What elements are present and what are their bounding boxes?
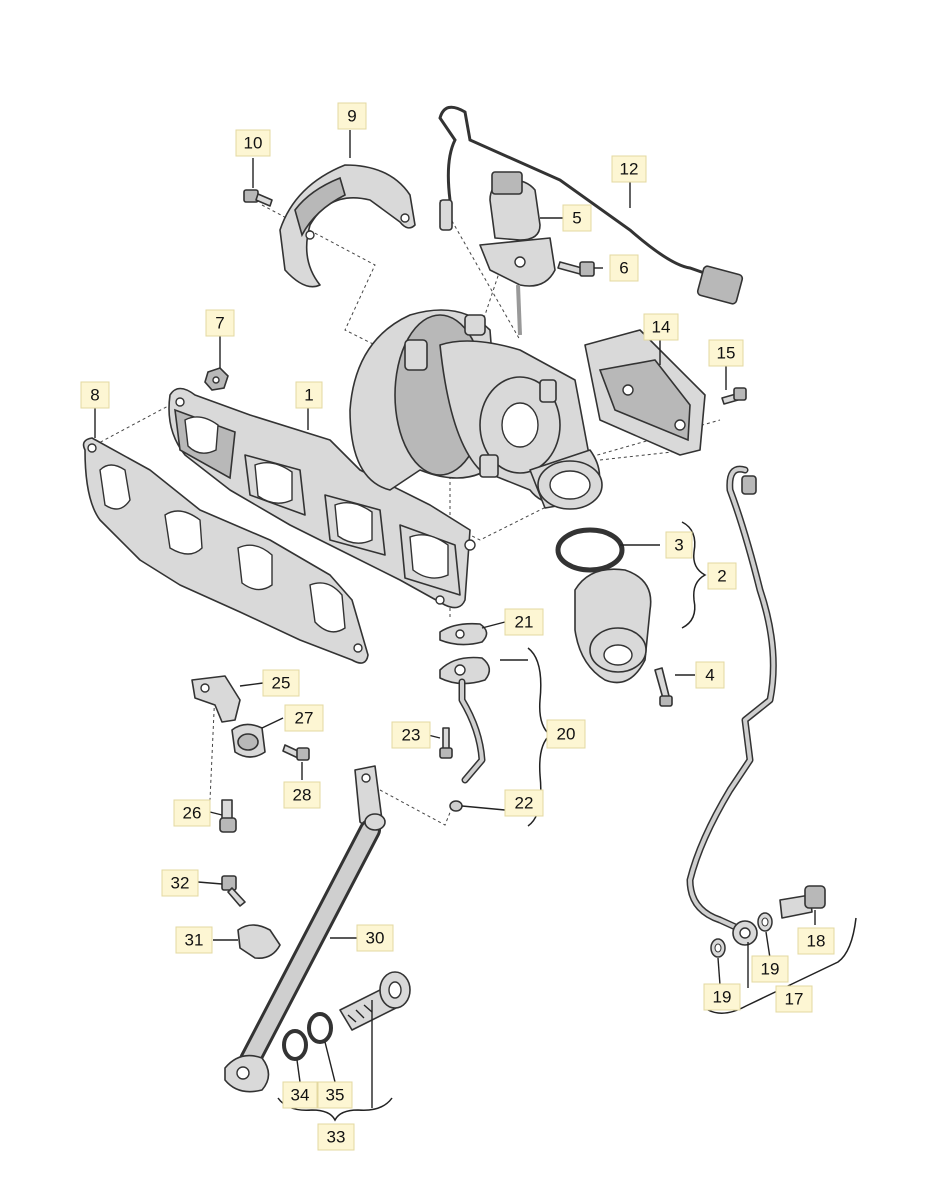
bolt-23 bbox=[439, 727, 453, 759]
outlet-elbow bbox=[574, 568, 652, 684]
bolt-32 bbox=[221, 875, 246, 907]
svg-text:19: 19 bbox=[761, 960, 780, 979]
svg-text:14: 14 bbox=[652, 318, 671, 337]
support-bracket bbox=[584, 329, 706, 456]
callout-labels: 1 2 3 4 5 6 7 8 9 10 12 14 15 17 18 19 1… bbox=[80, 102, 835, 1151]
svg-text:19: 19 bbox=[713, 988, 732, 1007]
callout-2: 2 bbox=[707, 562, 737, 590]
union-fitting bbox=[339, 971, 411, 1031]
callout-15: 15 bbox=[708, 339, 744, 367]
oil-drain-pipe bbox=[224, 765, 386, 1093]
o-ring-34 bbox=[282, 1029, 308, 1061]
callout-27: 27 bbox=[284, 704, 324, 732]
svg-text:2: 2 bbox=[717, 567, 726, 586]
callout-3: 3 bbox=[665, 531, 693, 559]
clip-27 bbox=[231, 723, 266, 758]
callout-10: 10 bbox=[235, 129, 271, 157]
bolt-10 bbox=[243, 189, 273, 207]
svg-text:33: 33 bbox=[327, 1128, 346, 1147]
callout-30: 30 bbox=[356, 924, 394, 952]
leader-lines bbox=[94, 130, 816, 1083]
bracket-25 bbox=[191, 675, 241, 723]
turbocharger bbox=[349, 309, 603, 510]
callout-31: 31 bbox=[175, 926, 213, 954]
oil-supply-line bbox=[686, 465, 777, 946]
svg-text:18: 18 bbox=[807, 932, 826, 951]
callout-21: 21 bbox=[504, 608, 544, 636]
svg-text:32: 32 bbox=[171, 874, 190, 893]
heat-shield bbox=[279, 164, 416, 288]
svg-text:15: 15 bbox=[717, 344, 736, 363]
svg-text:3: 3 bbox=[674, 536, 683, 555]
banjo-bolt-18 bbox=[779, 885, 826, 919]
nut-7 bbox=[204, 367, 229, 391]
o-ring-3 bbox=[555, 527, 625, 573]
svg-text:31: 31 bbox=[185, 931, 204, 950]
callout-1: 1 bbox=[295, 381, 323, 409]
callout-33: 33 bbox=[317, 1123, 355, 1151]
svg-text:7: 7 bbox=[215, 314, 224, 333]
bolt-4 bbox=[654, 667, 673, 707]
oil-return-pipe bbox=[439, 656, 491, 784]
callout-25: 25 bbox=[262, 669, 300, 697]
svg-text:26: 26 bbox=[183, 804, 202, 823]
callout-35: 35 bbox=[317, 1081, 353, 1109]
svg-text:25: 25 bbox=[272, 674, 291, 693]
callout-9: 9 bbox=[337, 102, 367, 130]
svg-text:34: 34 bbox=[291, 1086, 310, 1105]
clamp-31 bbox=[237, 924, 281, 960]
svg-text:6: 6 bbox=[619, 259, 628, 278]
washer-19a bbox=[710, 938, 726, 958]
bolt-28 bbox=[282, 744, 310, 761]
svg-text:4: 4 bbox=[705, 666, 714, 685]
svg-text:35: 35 bbox=[326, 1086, 345, 1105]
callout-18: 18 bbox=[797, 927, 835, 955]
seal-22 bbox=[449, 800, 463, 812]
bolt-26 bbox=[219, 799, 237, 833]
callout-32: 32 bbox=[161, 869, 199, 897]
exhaust-manifold bbox=[168, 387, 476, 609]
callout-34: 34 bbox=[282, 1081, 318, 1109]
svg-text:20: 20 bbox=[557, 725, 576, 744]
callout-17: 17 bbox=[775, 985, 813, 1013]
callout-20: 20 bbox=[546, 719, 586, 749]
callout-8: 8 bbox=[80, 381, 110, 409]
callout-19b: 19 bbox=[751, 955, 789, 983]
callout-26: 26 bbox=[173, 799, 211, 827]
bolt-6 bbox=[557, 261, 595, 277]
svg-text:23: 23 bbox=[402, 726, 421, 745]
callout-19a: 19 bbox=[703, 983, 741, 1011]
svg-text:17: 17 bbox=[785, 990, 804, 1009]
callout-4: 4 bbox=[695, 661, 725, 689]
o-ring-35 bbox=[307, 1012, 333, 1044]
svg-text:10: 10 bbox=[244, 134, 263, 153]
callout-28: 28 bbox=[283, 781, 321, 809]
svg-text:27: 27 bbox=[295, 709, 314, 728]
callout-6: 6 bbox=[609, 254, 639, 282]
callout-14: 14 bbox=[643, 313, 679, 341]
svg-text:8: 8 bbox=[90, 386, 99, 405]
callout-23: 23 bbox=[391, 721, 431, 749]
callout-5: 5 bbox=[562, 204, 592, 232]
svg-text:22: 22 bbox=[515, 794, 534, 813]
svg-text:21: 21 bbox=[515, 613, 534, 632]
svg-text:28: 28 bbox=[293, 786, 312, 805]
bolt-15 bbox=[721, 387, 747, 405]
svg-text:9: 9 bbox=[347, 107, 356, 126]
svg-text:5: 5 bbox=[572, 209, 581, 228]
washer-19b bbox=[757, 912, 773, 932]
callout-22: 22 bbox=[504, 789, 544, 817]
sensor-cable bbox=[438, 105, 744, 305]
svg-text:30: 30 bbox=[366, 929, 385, 948]
callout-12: 12 bbox=[611, 155, 647, 183]
svg-text:1: 1 bbox=[304, 386, 313, 405]
svg-text:12: 12 bbox=[620, 160, 639, 179]
gasket-21 bbox=[439, 622, 488, 646]
callout-7: 7 bbox=[205, 309, 235, 337]
exhaust-manifold-gasket bbox=[82, 437, 369, 664]
wastegate-actuator bbox=[479, 171, 556, 336]
